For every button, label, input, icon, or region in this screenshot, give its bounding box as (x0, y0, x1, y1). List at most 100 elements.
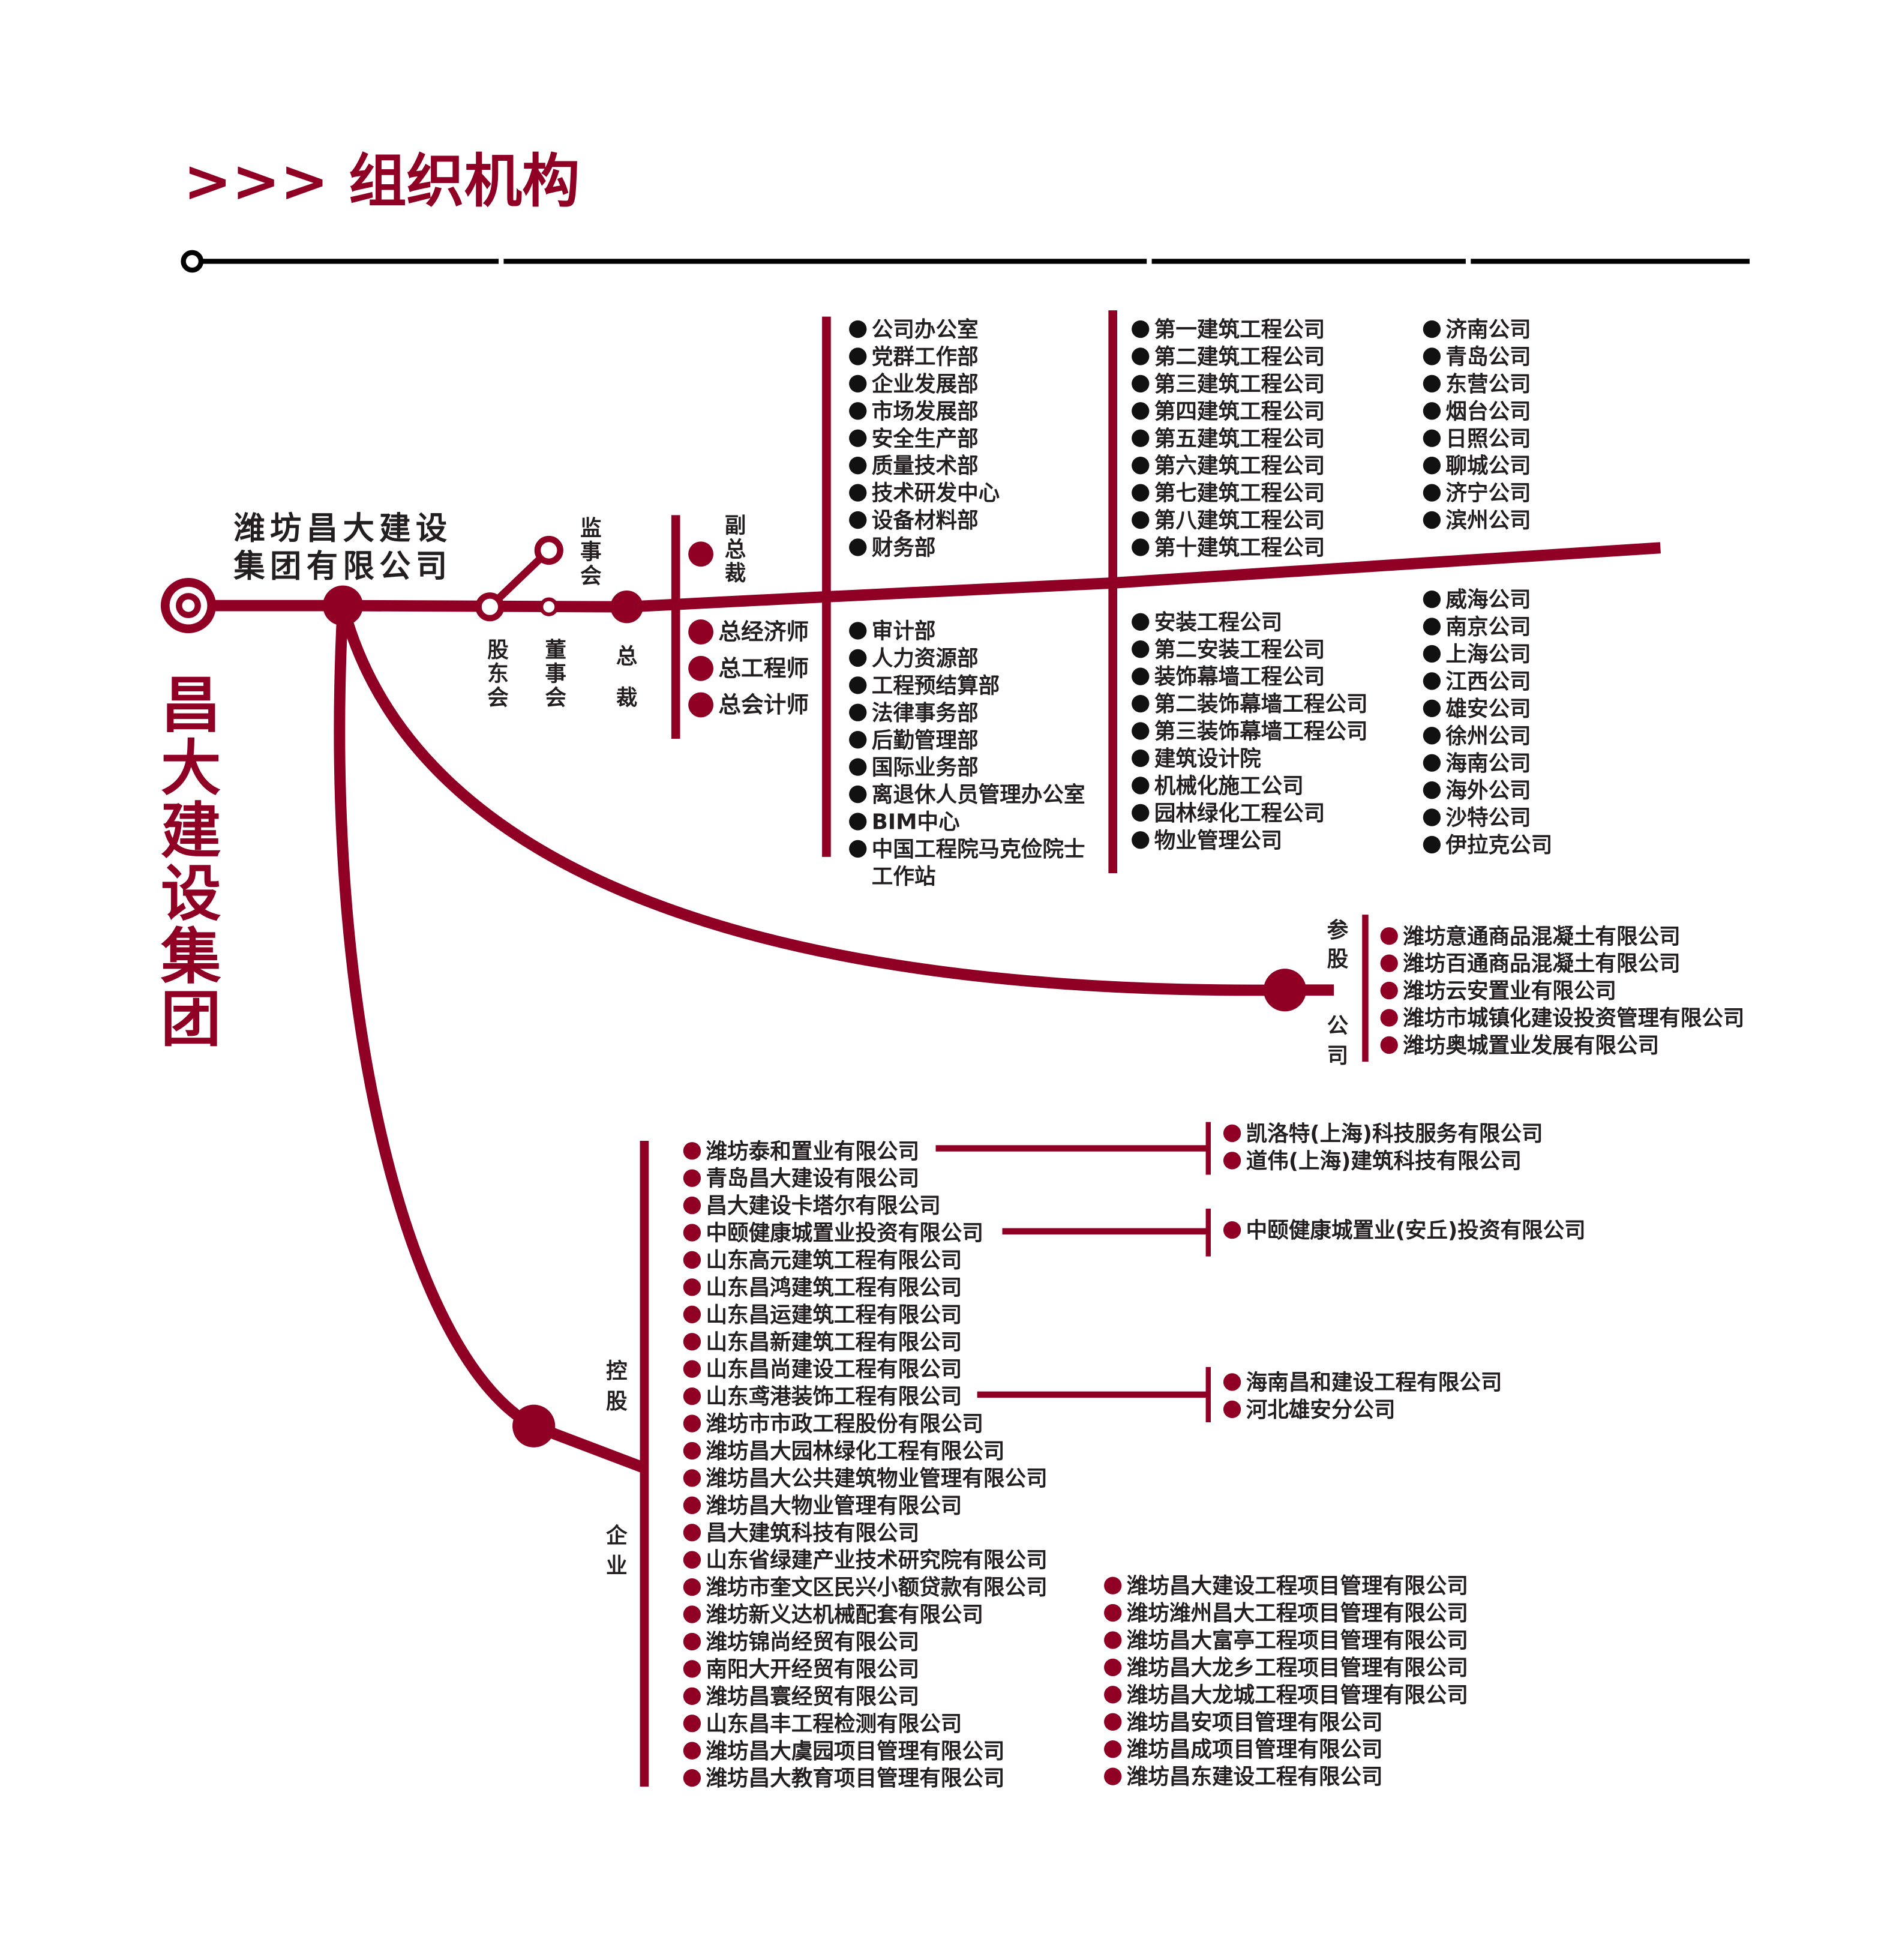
holding-company-item: 潍坊昌大公共建筑物业管理有限公司 (706, 1466, 1047, 1491)
group-name-vertical: 昌 (161, 670, 221, 741)
holding-node (512, 1404, 556, 1447)
holding-company-item: 潍坊昌寰经贸有限公司 (706, 1685, 919, 1709)
bullet-icon (849, 813, 867, 831)
holding-company-item: 潍坊锦尚经贸有限公司 (706, 1630, 919, 1655)
holding-label: 业 (606, 1554, 628, 1578)
bullet-icon (683, 1224, 701, 1242)
bullet-icon (1423, 781, 1441, 799)
bullet-icon (849, 731, 867, 749)
bullet-icon (849, 347, 867, 365)
bullet-icon (1104, 1658, 1122, 1677)
bullet-icon (1423, 618, 1441, 636)
holding-company-item: 潍坊昌大龙城工程项目管理有限公司 (1127, 1683, 1468, 1707)
bullet-icon (849, 758, 867, 776)
bullet-icon (1132, 347, 1150, 365)
bullet-icon (1380, 1009, 1398, 1027)
bullet-icon (1380, 1036, 1398, 1054)
shareholders-node (475, 592, 505, 622)
bullet-icon (849, 511, 867, 529)
bullet-icon (1132, 640, 1150, 658)
bullet-icon (1104, 1604, 1122, 1622)
department-item: 市场发展部 (872, 399, 979, 424)
bullet-icon (683, 1496, 701, 1514)
bullet-icon (849, 840, 867, 858)
department-item: 企业发展部 (872, 372, 979, 397)
bullet-icon (849, 703, 867, 721)
department-item: 工程预结算部 (872, 673, 1000, 698)
bullet-icon (683, 1196, 701, 1215)
sub-holding-item: 海南昌和建设工程有限公司 (1246, 1371, 1502, 1395)
holding-company-item: 山东省绿建产业技术研究院有限公司 (706, 1548, 1047, 1573)
bullet-icon (1423, 374, 1441, 393)
bullet-icon (683, 1441, 701, 1460)
branch-item: 上海公司 (1445, 642, 1531, 667)
company-name-line1: 潍坊昌大建设 (233, 510, 452, 547)
bullet-icon (683, 1305, 701, 1323)
department-item: 财务部 (872, 536, 936, 561)
root-node-icon (160, 578, 217, 634)
holding-company-item: 山东昌丰工程检测有限公司 (706, 1712, 962, 1736)
holding-company-item: 昌大建设卡塔尔有限公司 (706, 1194, 940, 1218)
chief-dot (688, 619, 714, 645)
subsidiary-item: 装饰幕墙工程公司 (1154, 665, 1325, 690)
branch-item: 日照公司 (1445, 427, 1531, 451)
department-item: 安全生产部 (872, 427, 979, 451)
subsidiary-item: 第二安装工程公司 (1154, 637, 1325, 662)
holding-company-item: 潍坊新义达机械配套有限公司 (706, 1603, 983, 1628)
bullet-icon (683, 1632, 701, 1651)
subsidiary-item: 第十建筑工程公司 (1154, 536, 1325, 561)
bullet-icon (1423, 402, 1441, 420)
chief-dot (688, 655, 714, 681)
chief-label: 总经济师 (718, 619, 809, 645)
holding-company-item: 潍坊昌东建设工程有限公司 (1127, 1765, 1383, 1790)
subsidiary-item: 物业管理公司 (1154, 828, 1282, 853)
holding-company-item: 昌大建筑科技有限公司 (706, 1521, 919, 1545)
department-item: 工作站 (872, 864, 936, 889)
bullet-icon (849, 538, 867, 556)
subsidiary-item: 第五建筑工程公司 (1154, 427, 1325, 451)
holding-company-item: 潍坊昌大物业管理有限公司 (706, 1494, 962, 1518)
company-name-line2: 集团有限公司 (233, 548, 452, 585)
bullet-icon (1223, 1373, 1241, 1391)
holding-company-item: 潍坊昌大园林绿化工程有限公司 (706, 1439, 1004, 1464)
bullet-icon (1132, 511, 1150, 529)
bullet-icon (683, 1333, 701, 1351)
bullet-icon (1104, 1631, 1122, 1649)
department-item: 党群工作部 (872, 345, 979, 370)
bullet-icon (1423, 808, 1441, 826)
rule-start-dot (181, 250, 204, 273)
bullet-icon (683, 1715, 701, 1733)
holding-company-item: 潍坊昌安项目管理有限公司 (1127, 1710, 1383, 1735)
bullet-icon (1423, 511, 1441, 529)
holding-company-item: 潍坊昌成项目管理有限公司 (1127, 1737, 1383, 1762)
bullet-icon (683, 1660, 701, 1678)
branch-item: 济宁公司 (1445, 481, 1531, 506)
bullet-icon (1223, 1152, 1241, 1170)
holding-company-item: 山东高元建筑工程有限公司 (706, 1248, 962, 1273)
department-item: 审计部 (872, 619, 936, 644)
holding-company-item: 中颐健康城置业投资有限公司 (706, 1221, 983, 1246)
branch-item: 东营公司 (1445, 372, 1531, 397)
subsidiary-item: 机械化施工公司 (1154, 774, 1304, 798)
subsidiary-item: 第二建筑工程公司 (1154, 345, 1325, 370)
department-item: 中国工程院马克俭院士 (872, 837, 1085, 862)
bullet-icon (1132, 402, 1150, 420)
holding-company-item: 潍坊潍州昌大工程项目管理有限公司 (1127, 1601, 1468, 1626)
subsidiary-item: 第七建筑工程公司 (1154, 481, 1325, 506)
subsidiary-item: 建筑设计院 (1154, 747, 1261, 771)
bullet-icon (1132, 749, 1150, 768)
department-item: 离退休人员管理办公室 (872, 783, 1085, 807)
subsidiary-item: 第三建筑工程公司 (1154, 372, 1325, 397)
group-name-vertical: 大 (161, 733, 221, 804)
holding-company-item: 潍坊昌大虞园项目管理有限公司 (706, 1739, 1004, 1764)
bullet-icon (683, 1687, 701, 1706)
bullet-icon (849, 649, 867, 667)
trunk-lines (188, 310, 1661, 1787)
bullet-icon (849, 785, 867, 804)
bullet-icon (683, 1605, 701, 1623)
equity-company-item: 潍坊百通商品混凝土有限公司 (1403, 952, 1680, 976)
bullet-icon (683, 1578, 701, 1596)
bullet-icon (1132, 722, 1150, 740)
department-item: 公司办公室 (872, 317, 979, 342)
